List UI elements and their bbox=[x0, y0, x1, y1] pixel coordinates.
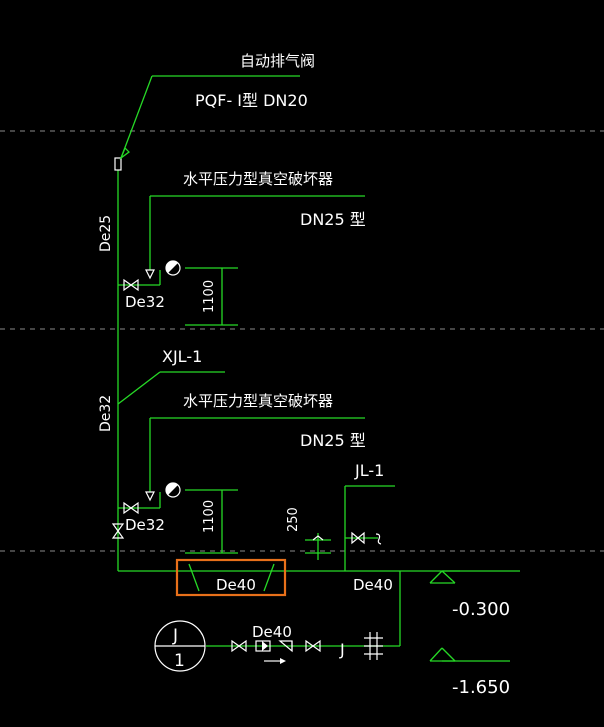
pipe-size-de25: De25 bbox=[98, 215, 114, 252]
air-valve-model: PQF- Ⅰ型 DN20 bbox=[195, 91, 308, 110]
riser-gate-valve-icon bbox=[111, 523, 125, 539]
wall-penetration-icon bbox=[364, 632, 383, 660]
upper-branch bbox=[118, 195, 365, 326]
service-valve-icon-2 bbox=[305, 639, 321, 653]
right-pipe-size: De40 bbox=[353, 576, 393, 594]
lower-pipe-de32: De32 bbox=[125, 516, 165, 534]
elevation-2: -1.650 bbox=[452, 677, 510, 698]
service-valve-icon-1 bbox=[231, 639, 247, 653]
air-valve-symbol bbox=[114, 75, 300, 171]
lower-dim-1100: 1100 bbox=[202, 500, 217, 533]
source-number: 1 bbox=[174, 651, 185, 671]
water-meter-icon bbox=[255, 640, 271, 652]
upper-dim-1100: 1100 bbox=[202, 280, 217, 313]
highlighted-pipe-box bbox=[175, 558, 287, 597]
flow-arrow-icon bbox=[264, 658, 286, 664]
upper-breaker-icon bbox=[145, 260, 181, 280]
pipe-size-de32-riser: De32 bbox=[98, 395, 114, 432]
meter-pipe-size: De40 bbox=[252, 623, 292, 641]
main-riser-pipe bbox=[117, 170, 460, 572]
air-valve-name: 自动排气阀 bbox=[240, 52, 315, 70]
jl1-label: JL-1 bbox=[354, 461, 384, 480]
lower-breaker-name: 水平压力型真空破坏器 bbox=[183, 392, 333, 410]
highlighted-pipe-size: De40 bbox=[216, 576, 256, 594]
upper-breaker-name: 水平压力型真空破坏器 bbox=[183, 170, 333, 188]
dim-250: 250 bbox=[286, 507, 301, 532]
upper-breaker-model: DN25 型 bbox=[300, 210, 366, 229]
riser-name-leader bbox=[117, 371, 225, 405]
upper-pipe-de32: De32 bbox=[125, 293, 165, 311]
lower-breaker-model: DN25 型 bbox=[300, 431, 366, 450]
floor-lines bbox=[0, 130, 604, 552]
dim-250-lines bbox=[305, 533, 331, 560]
lower-branch bbox=[118, 417, 365, 554]
jl1-branch bbox=[344, 485, 395, 571]
pipe-j-label: J bbox=[339, 640, 345, 659]
lower-valve-icon bbox=[123, 501, 139, 515]
right-riser bbox=[399, 570, 520, 662]
elevation-1: -0.300 bbox=[452, 599, 510, 620]
source-code: J bbox=[172, 626, 178, 646]
lower-breaker-icon bbox=[145, 482, 181, 502]
upper-valve-icon bbox=[123, 278, 139, 292]
riser-name: XJL-1 bbox=[162, 347, 202, 366]
check-valve-icon bbox=[278, 640, 293, 653]
